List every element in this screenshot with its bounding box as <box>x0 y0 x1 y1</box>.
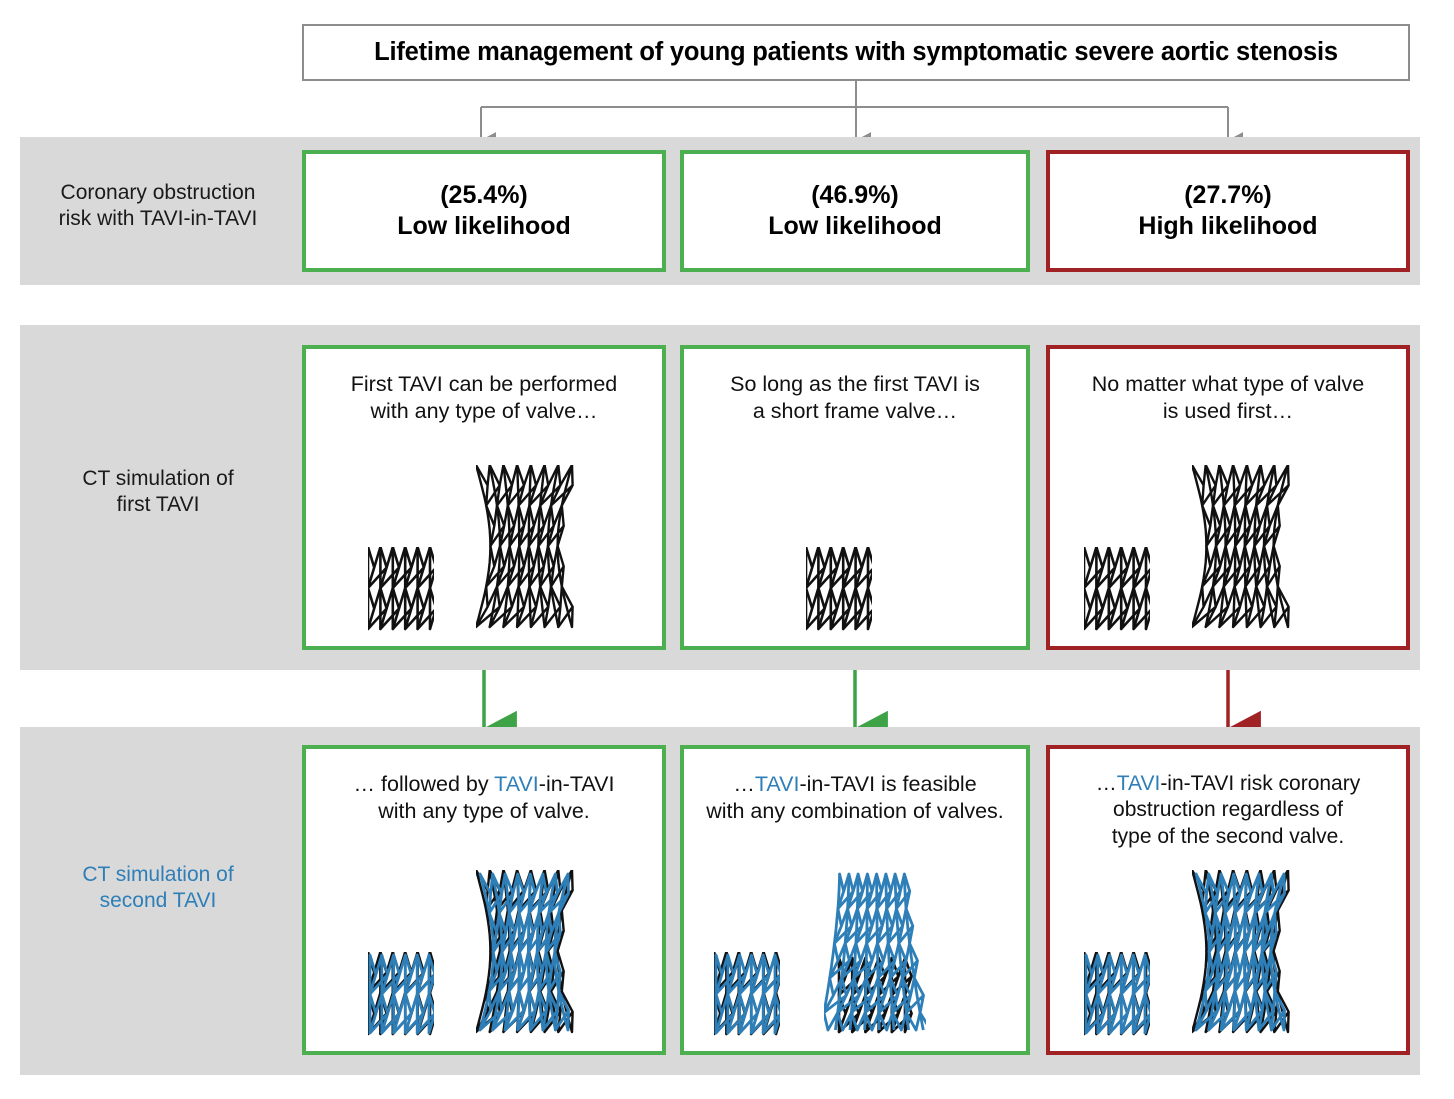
tall-frame-valve-icon <box>1190 463 1294 638</box>
second-tavi-card-column-3[interactable]: …TAVI-in-TAVI risk coronary obstruction … <box>1046 745 1410 1055</box>
first-tavi-caption: So long as the first TAVI is a short fra… <box>684 371 1026 425</box>
caption-line-1: No matter what type of valve <box>1091 372 1365 396</box>
caption-rest: -in-TAVI <box>538 772 615 796</box>
row-label-line-2: first TAVI <box>116 492 200 516</box>
row-label-coronary-obstruction-risk: Coronary obstruction risk with TAVI-in-T… <box>22 180 294 231</box>
risk-card-column-3[interactable]: (27.7%) High likelihood <box>1046 150 1410 272</box>
caption-line-2: obstruction regardless of <box>1113 798 1343 822</box>
risk-percent: (27.7%) <box>1184 181 1272 209</box>
row-label-ct-simulation-first-tavi: CT simulation of first TAVI <box>22 466 294 517</box>
caption-line-2: with any type of valve… <box>370 398 598 423</box>
first-tavi-caption: No matter what type of valve is used fir… <box>1050 371 1406 425</box>
row-label-line-1: Coronary obstruction <box>60 181 256 204</box>
short-frame-valve-icon <box>1082 950 1154 1043</box>
row-label-line-1: CT simulation of <box>82 467 234 490</box>
tavi-highlight: TAVI <box>754 772 800 796</box>
caption-rest: -in-TAVI risk coronary <box>1160 772 1361 795</box>
second-tavi-caption: …TAVI-in-TAVI risk coronary obstruction … <box>1050 771 1406 850</box>
tavi-highlight: TAVI <box>1116 772 1161 795</box>
row-label-line-2: risk with TAVI-in-TAVI <box>58 206 258 230</box>
valve-illustration-group <box>1050 448 1406 638</box>
caption-line-2: is used first… <box>1162 398 1294 423</box>
caption-line-1: First TAVI can be performed <box>350 372 618 396</box>
valve-illustration-group <box>306 448 662 638</box>
short-frame-valve-icon <box>366 950 438 1043</box>
caption-line-1: …TAVI-in-TAVI is feasible <box>694 771 1016 798</box>
risk-card-column-2[interactable]: (46.9%) Low likelihood <box>680 150 1030 272</box>
risk-card-column-1[interactable]: (25.4%) Low likelihood <box>302 150 666 272</box>
second-tavi-caption: … followed by TAVI-in-TAVI with any type… <box>306 771 662 825</box>
short-frame-valve-icon <box>712 950 784 1043</box>
caption-line-2: with any type of valve. <box>378 798 590 823</box>
valve-illustration-group <box>684 448 1026 638</box>
caption-line-2: a short frame valve… <box>752 398 958 423</box>
risk-percent: (46.9%) <box>811 181 899 209</box>
tall-frame-valve-icon <box>1190 868 1294 1043</box>
tavi-highlight: TAVI <box>494 772 539 796</box>
valve-illustration-group <box>306 853 662 1043</box>
tall-frame-valve-icon <box>474 868 578 1043</box>
valve-illustration-group <box>1050 853 1406 1043</box>
second-tavi-caption: …TAVI-in-TAVI is feasible with any combi… <box>684 771 1026 825</box>
second-tavi-card-column-2[interactable]: …TAVI-in-TAVI is feasible with any combi… <box>680 745 1030 1055</box>
short-frame-valve-icon <box>1082 545 1154 638</box>
caption-prefix: … <box>1095 772 1117 795</box>
caption-line-2: with any combination of valves. <box>706 798 1004 823</box>
caption-prefix: … followed by <box>353 772 495 796</box>
valve-illustration-group <box>684 853 1026 1043</box>
risk-percent: (25.4%) <box>440 181 528 209</box>
first-tavi-card-column-2[interactable]: So long as the first TAVI is a short fra… <box>680 345 1030 650</box>
caption-line-1: …TAVI-in-TAVI risk coronary <box>1060 771 1396 797</box>
risk-likelihood: Low likelihood <box>768 212 942 240</box>
row-label-line-2: second TAVI <box>99 888 217 912</box>
second-tavi-card-column-1[interactable]: … followed by TAVI-in-TAVI with any type… <box>302 745 666 1055</box>
caption-prefix: … <box>733 772 755 796</box>
tall-frame-valve-icon <box>819 872 932 1043</box>
first-tavi-caption: First TAVI can be performed with any typ… <box>306 371 662 425</box>
caption-line-1: So long as the first TAVI is <box>730 372 980 396</box>
risk-likelihood: High likelihood <box>1138 212 1318 240</box>
caption-rest: -in-TAVI is feasible <box>799 772 977 796</box>
first-tavi-card-column-1[interactable]: First TAVI can be performed with any typ… <box>302 345 666 650</box>
first-tavi-card-column-3[interactable]: No matter what type of valve is used fir… <box>1046 345 1410 650</box>
short-frame-valve-icon <box>366 545 438 638</box>
diagram-title: Lifetime management of young patients wi… <box>374 38 1338 66</box>
tall-frame-valve-icon <box>474 463 578 638</box>
caption-line-1: … followed by TAVI-in-TAVI <box>316 771 652 798</box>
short-frame-valve-icon <box>804 545 876 638</box>
diagram-title-box: Lifetime management of young patients wi… <box>302 24 1410 81</box>
risk-likelihood: Low likelihood <box>397 212 571 240</box>
row-label-ct-simulation-second-tavi: CT simulation of second TAVI <box>22 862 294 913</box>
caption-line-3: type of the second valve. <box>1111 824 1345 848</box>
row-label-line-1: CT simulation of <box>82 863 234 886</box>
